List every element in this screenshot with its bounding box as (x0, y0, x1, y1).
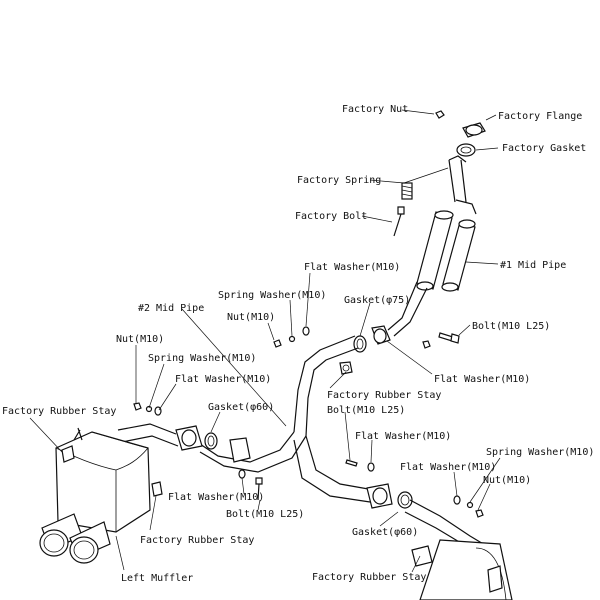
label-nut-m10-center: Nut(M10) (227, 312, 275, 323)
factory-spring (401, 182, 413, 200)
flange-left (175, 425, 203, 451)
flange-upper (371, 325, 391, 345)
label-bolt-m10-l25-lower: Bolt(M10 L25) (226, 509, 304, 520)
label-nut-m10-left: Nut(M10) (116, 334, 164, 345)
label-factory-nut: Factory Nut (342, 104, 408, 115)
gasket-60-left-part (204, 432, 218, 450)
hardware-lower-right (345, 459, 484, 518)
label-nut-m10-lower-right: Nut(M10) (483, 475, 531, 486)
label-factory-rubber-stay-lower-left: Factory Rubber Stay (140, 535, 254, 546)
label-flat-washer-lower-right: Flat Washer(M10) (400, 462, 496, 473)
label-flat-washer-right: Flat Washer(M10) (434, 374, 530, 385)
label-flat-washer-lower-left: Flat Washer(M10) (168, 492, 264, 503)
label-left-muffler: Left Muffler (121, 573, 193, 584)
bolt-m10-l25-right-part (422, 332, 460, 349)
label-factory-bolt: Factory Bolt (295, 211, 367, 222)
label-factory-spring: Factory Spring (297, 175, 381, 186)
leader-lines (29, 109, 501, 573)
hardware-center (273, 326, 310, 348)
label-factory-flange: Factory Flange (498, 111, 582, 122)
factory-flange (462, 122, 486, 138)
label-gasket-60-left: Gasket(φ60) (208, 402, 274, 413)
label-factory-rubber-stay-center: Factory Rubber Stay (327, 390, 441, 401)
label-bolt-m10-l25-center: Bolt(M10 L25) (327, 405, 405, 416)
label-flat-washer-center: Flat Washer(M10) (355, 431, 451, 442)
mid-pipe-2 (193, 335, 375, 503)
label-mid-pipe-1: #1 Mid Pipe (500, 260, 566, 271)
label-spring-washer-top: Spring Washer(M10) (218, 290, 326, 301)
label-flat-washer-top: Flat Washer(M10) (304, 262, 400, 273)
label-factory-rubber-stay-bottom: Factory Rubber Stay (312, 572, 426, 583)
label-bolt-m10-l25-right: Bolt(M10 L25) (472, 321, 550, 332)
label-mid-pipe-2: #2 Mid Pipe (138, 303, 204, 314)
label-factory-rubber-stay-left: Factory Rubber Stay (2, 406, 116, 417)
left-muffler (39, 423, 179, 564)
label-gasket-60-lower: Gasket(φ60) (352, 527, 418, 538)
hardware-left (133, 402, 162, 416)
label-flat-washer-left: Flat Washer(M10) (175, 374, 271, 385)
gasket-60-lower-part (397, 491, 413, 509)
label-gasket-75: Gasket(φ75) (344, 295, 410, 306)
label-factory-gasket: Factory Gasket (502, 143, 586, 154)
factory-gasket (456, 143, 476, 157)
gasket-75 (353, 335, 367, 353)
flange-right-lower (366, 483, 393, 509)
hardware-center-low (238, 469, 263, 501)
factory-nut (435, 110, 445, 119)
factory-bolt (393, 206, 405, 237)
mid-pipe-1 (387, 155, 477, 337)
right-muffler (411, 539, 513, 600)
label-spring-washer-lower-right: Spring Washer(M10) (486, 447, 594, 458)
label-spring-washer-left: Spring Washer(M10) (148, 353, 256, 364)
